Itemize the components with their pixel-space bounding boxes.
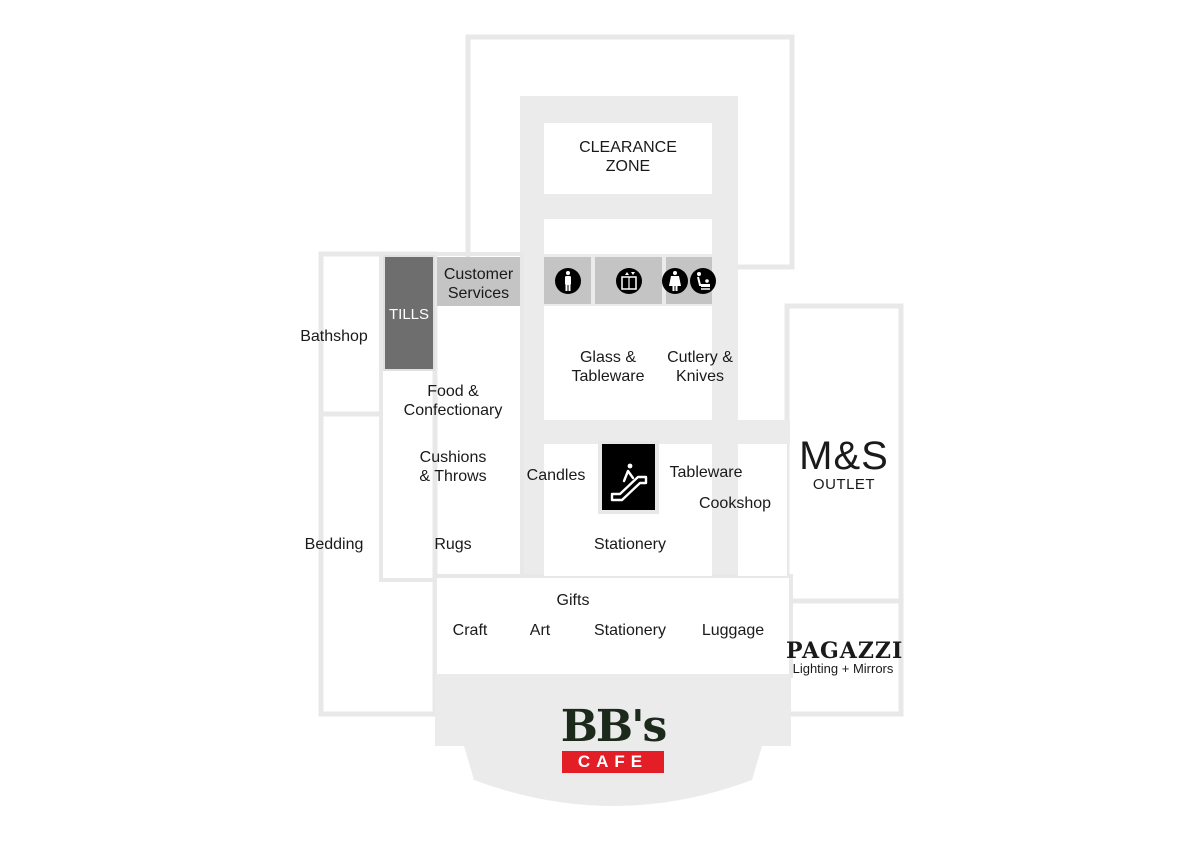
food-line-2: Confectionary <box>403 402 503 419</box>
bbs-cafe-sub: CAFE <box>562 751 664 773</box>
room-glass-cutlery <box>544 306 712 420</box>
lift-icon <box>616 268 642 294</box>
customer-services-area <box>437 257 520 306</box>
art-label: Art <box>529 622 551 639</box>
pagazzi-logo: PAGAZZI <box>786 638 904 664</box>
tills-area <box>383 255 435 371</box>
bbs-cafe-logo: BB's <box>560 701 668 752</box>
person-icon <box>555 268 581 294</box>
baby-change-icon <box>690 268 716 294</box>
clearance-zone-label: CLEARANCE ZONE <box>544 138 712 176</box>
cutlery-line-1: Cutlery & <box>667 349 733 366</box>
cookshop-label: Cookshop <box>698 495 772 512</box>
bathshop-label: Bathshop <box>300 328 368 345</box>
ms-logo: M&S <box>799 434 889 478</box>
room-upper <box>544 219 712 254</box>
cafe-area-top <box>435 674 791 746</box>
craft-label: Craft <box>452 622 488 639</box>
customer-services-line-1: Customer <box>443 266 514 283</box>
food-label: Food & Confectionary <box>383 382 523 420</box>
rugs-label: Rugs <box>434 536 472 553</box>
ms-outlet-text: OUTLET <box>812 476 876 493</box>
ms-outlet-label: M&S OUTLET <box>790 436 898 494</box>
escalator-icon <box>610 463 648 502</box>
cushions-line-2: & Throws <box>419 468 487 485</box>
clearance-line-1: CLEARANCE <box>579 139 677 156</box>
glass-line-2: Tableware <box>571 368 645 385</box>
pagazzi-sub-text: Lighting + Mirrors <box>792 661 894 676</box>
glass-line-1: Glass & <box>579 349 636 366</box>
cushions-line-1: Cushions <box>419 449 487 466</box>
customer-services-line-2: Services <box>447 285 510 302</box>
gifts-label: Gifts <box>556 592 590 609</box>
pagazzi-label: PAGAZZI Lighting + Mirrors <box>786 638 904 676</box>
wall-east-wing <box>784 303 904 717</box>
corridor-link-east <box>738 420 790 444</box>
cafe-area-curve <box>464 746 762 806</box>
tableware-label: Tableware <box>669 464 743 481</box>
stationery-mid-label: Stationery <box>593 536 667 553</box>
person-icon <box>662 268 688 294</box>
stationery-bottom-label: Stationery <box>593 622 667 639</box>
clearance-line-2: ZONE <box>605 158 651 175</box>
cutlery-label: Cutlery & Knives <box>652 348 748 386</box>
glass-label: Glass & Tableware <box>558 348 658 386</box>
candles-label: Candles <box>526 467 586 484</box>
room-cookshop <box>738 444 787 576</box>
luggage-label: Luggage <box>701 622 765 639</box>
food-line-1: Food & <box>427 383 479 400</box>
cutlery-line-2: Knives <box>675 368 725 385</box>
cushions-label: Cushions & Throws <box>383 448 523 486</box>
room-clearance <box>544 123 712 194</box>
tills-label: TILLS <box>388 306 430 323</box>
bedding-label: Bedding <box>304 536 364 553</box>
customer-services-label: Customer Services <box>437 265 520 303</box>
